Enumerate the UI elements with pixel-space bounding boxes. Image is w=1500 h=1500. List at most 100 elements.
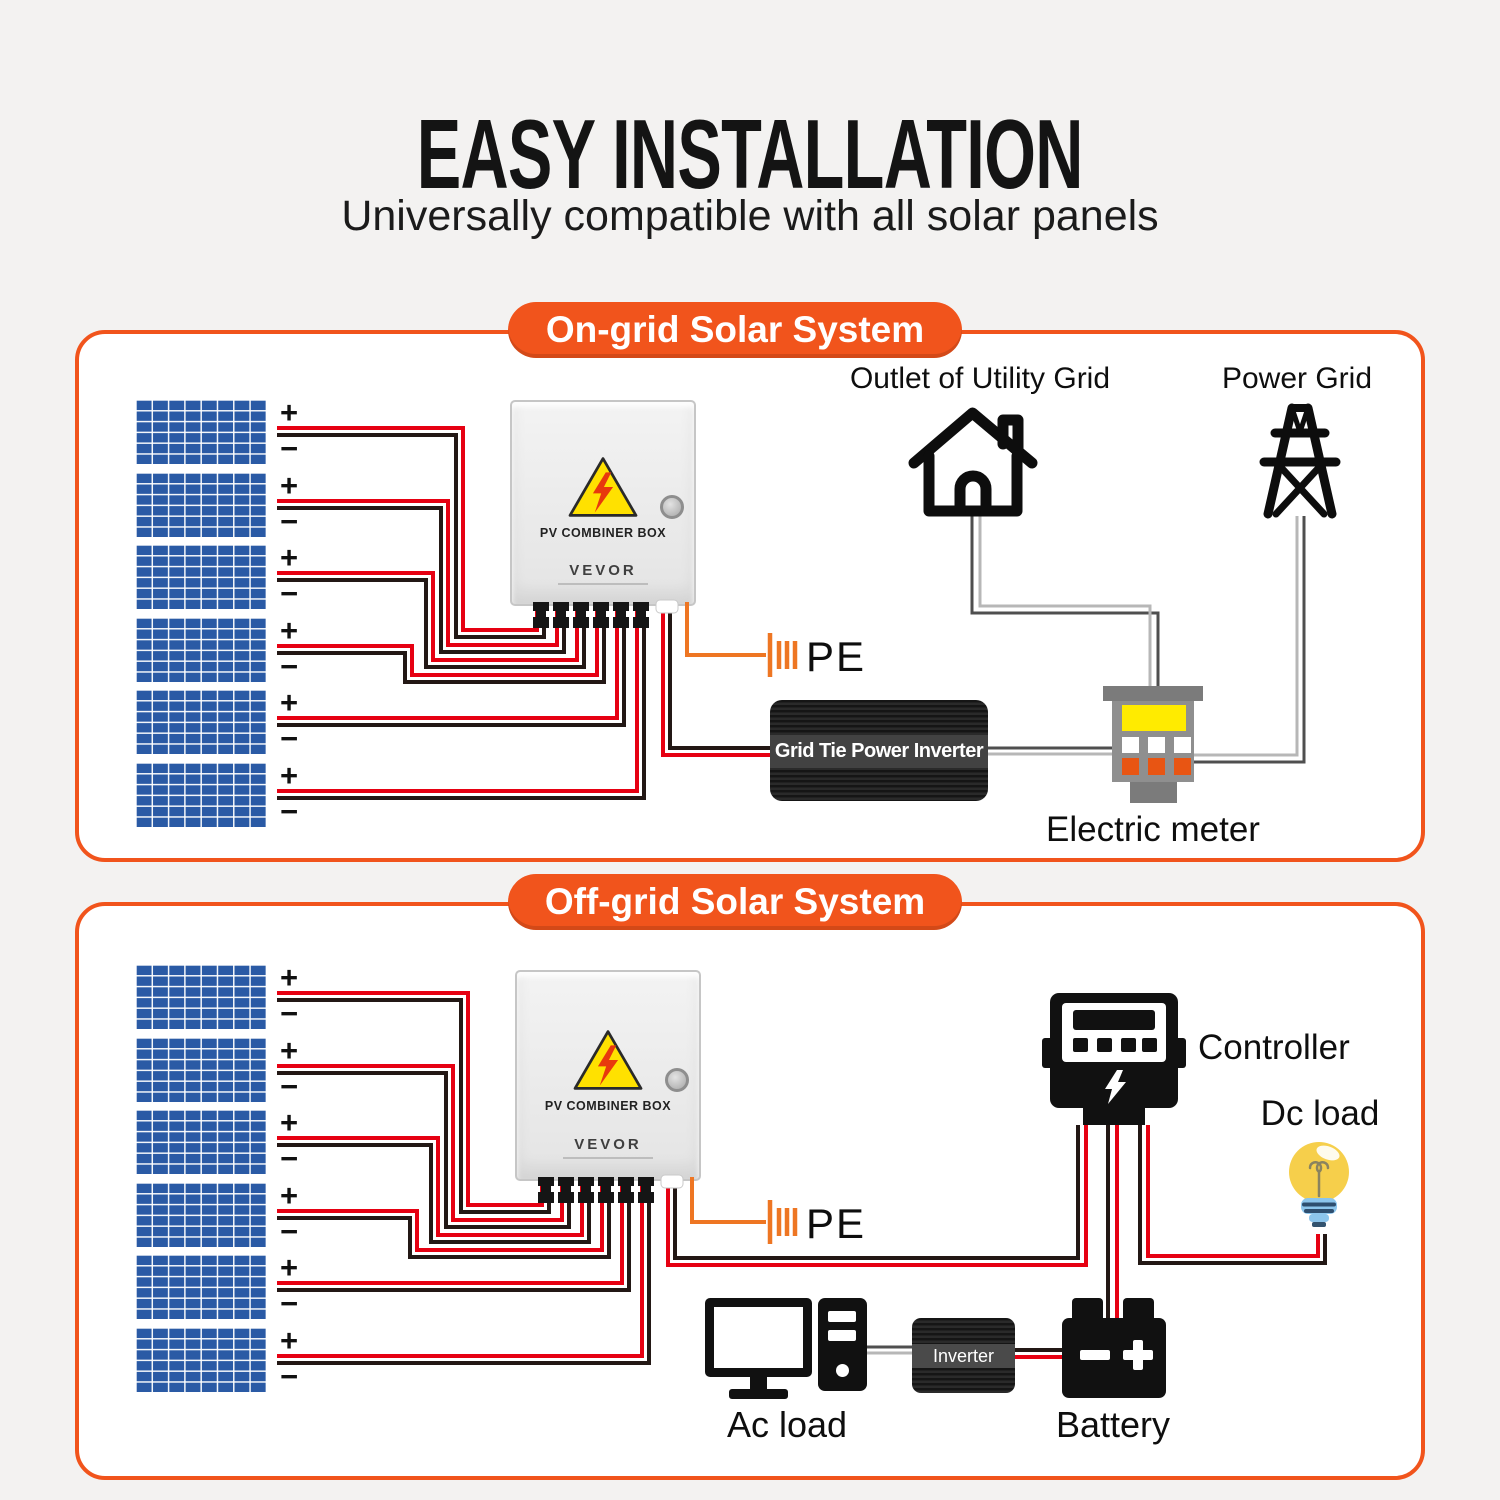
grid-tie-inverter-label: Grid Tie Power Inverter: [774, 740, 984, 762]
inverter-label: Inverter: [932, 1345, 995, 1366]
lightning-bolt-icon: [597, 1045, 619, 1086]
brand-logo: VEVOR: [569, 562, 637, 579]
battery-minus-terminal: [1080, 1350, 1110, 1360]
polarity-minus-label: −: [280, 996, 299, 1031]
brand-subtext-line: [558, 583, 648, 585]
solar-panel-icon: [136, 763, 266, 827]
polarity-minus-label: −: [280, 1068, 299, 1104]
polarity-minus-label: −: [280, 794, 299, 829]
ongrid-section: [75, 330, 1425, 862]
pe-label-offgrid: PE: [806, 1200, 867, 1247]
lock-knob-icon: [660, 495, 684, 519]
ongrid-header-label: On-grid Solar System: [545, 309, 925, 350]
brand-subtext-line: [563, 1157, 653, 1159]
ac-load-label: Ac load: [726, 1404, 848, 1445]
polarity-plus-label: +: [280, 1032, 299, 1068]
electric-meter-icon: [1103, 686, 1203, 803]
polarity-plus-label: +: [280, 685, 299, 721]
polarity-minus-label: −: [280, 1213, 299, 1249]
polarity-minus-label: −: [280, 431, 299, 466]
mc4-connector-row-ongrid: [533, 599, 679, 628]
pe-ground-icon-offgrid: [690, 1177, 798, 1244]
black-wires-offgrid: [277, 998, 1327, 1365]
grey-light-wires-ongrid: [978, 516, 1299, 757]
cable-gland: [655, 599, 679, 614]
polarity-plus-label: +: [280, 1323, 299, 1358]
solar-panel-icon: [136, 1328, 266, 1392]
pe-ground-icon: [685, 602, 798, 677]
grid-tie-inverter: Grid Tie Power Inverter: [770, 700, 988, 801]
combiner-box-label: PV COMBINER BOX: [544, 1099, 672, 1113]
pv-combiner-box: PV COMBINER BOX VEVOR: [515, 970, 701, 1181]
polarity-minus-label: −: [280, 1141, 299, 1177]
wiring: [277, 426, 1327, 1365]
black-wires-ongrid: [277, 433, 772, 800]
polarity-plus-label: +: [280, 1177, 299, 1213]
page-subtitle: Universally compatible with all solar pa…: [341, 192, 1159, 240]
pc-tower: [818, 1298, 867, 1391]
polarity-plus-label: +: [280, 467, 299, 503]
solar-panel-icon: [136, 1110, 266, 1175]
power-grid-label: Power Grid: [1221, 362, 1373, 395]
mc4-connector-row-offgrid: [538, 1174, 684, 1203]
polarity-minus-label: −: [280, 721, 299, 757]
dc-load-label: Dc load: [1260, 1094, 1380, 1133]
polarity-minus-label: −: [280, 576, 299, 612]
pv-combiner-box: PV COMBINER BOX VEVOR: [510, 400, 696, 606]
solar-panel-icon: [136, 617, 266, 682]
inverter-box: Inverter: [912, 1318, 1015, 1393]
grey-wires-offgrid: [865, 1345, 912, 1355]
offgrid-header-label: Off-grid Solar System: [544, 881, 926, 922]
polarity-plus-label: +: [280, 612, 299, 648]
controller-label: Controller: [1198, 1028, 1350, 1067]
polarity-plus-label: +: [280, 758, 299, 793]
computer-icon: [705, 1298, 870, 1399]
solar-panel-icon: [136, 690, 266, 755]
battery-label: Battery: [1055, 1404, 1171, 1445]
polarity-plus-label: +: [280, 960, 299, 995]
solar-panel-icon: [136, 965, 266, 1029]
battery-icon: [1062, 1298, 1166, 1398]
brand-logo: VEVOR: [574, 1136, 642, 1153]
polarity-minus-label: −: [280, 1286, 299, 1322]
grey-dark-wires-ongrid: [970, 516, 1306, 764]
outlet-label: Outlet of Utility Grid: [849, 362, 1111, 395]
polarity-plus-label: +: [280, 395, 299, 430]
ongrid-header-pill: On-grid Solar System: [508, 302, 962, 358]
power-tower-icon: [1259, 403, 1341, 519]
solar-panel-icon: [136, 472, 266, 537]
lock-knob-icon: [665, 1068, 689, 1092]
controller-icon: [1042, 993, 1186, 1125]
page-title-wrap: EASY INSTALLATION: [0, 98, 1500, 211]
red-wires-ongrid: [277, 426, 772, 793]
meter-display: [1122, 705, 1186, 731]
solar-panel-icon: [136, 545, 266, 610]
lightning-bolt-icon: [592, 472, 614, 513]
monitor: [705, 1298, 812, 1377]
polarity-minus-label: −: [280, 648, 299, 684]
polarity-minus-label: −: [280, 1359, 299, 1394]
combiner-box-label: PV COMBINER BOX: [539, 526, 667, 540]
polarity-plus-label: +: [280, 1250, 299, 1286]
warning-triangle-icon: [573, 1030, 643, 1090]
lightning-bolt-icon: [1105, 1070, 1126, 1104]
solar-panel-icon: [136, 400, 266, 464]
bulb-icon: [1289, 1142, 1349, 1227]
offgrid-header-pill: Off-grid Solar System: [508, 874, 962, 930]
electric-meter-label: Electric meter: [1046, 810, 1260, 849]
polarity-plus-label: +: [280, 540, 299, 576]
page-subtitle-wrap: Universally compatible with all solar pa…: [0, 192, 1500, 241]
mc4-connectors: [533, 599, 684, 1203]
house-icon: [908, 407, 1038, 517]
solar-panel-icon: [136, 1255, 266, 1320]
pe-label-ongrid: PE: [806, 633, 867, 680]
polarity-plus-label: +: [280, 1105, 299, 1141]
polarity-minus-label: −: [280, 503, 299, 539]
warning-triangle-icon: [568, 457, 638, 517]
page-title: EASY INSTALLATION: [417, 99, 1084, 209]
solar-panel-icon: [136, 1182, 266, 1247]
cable-gland: [660, 1174, 684, 1189]
